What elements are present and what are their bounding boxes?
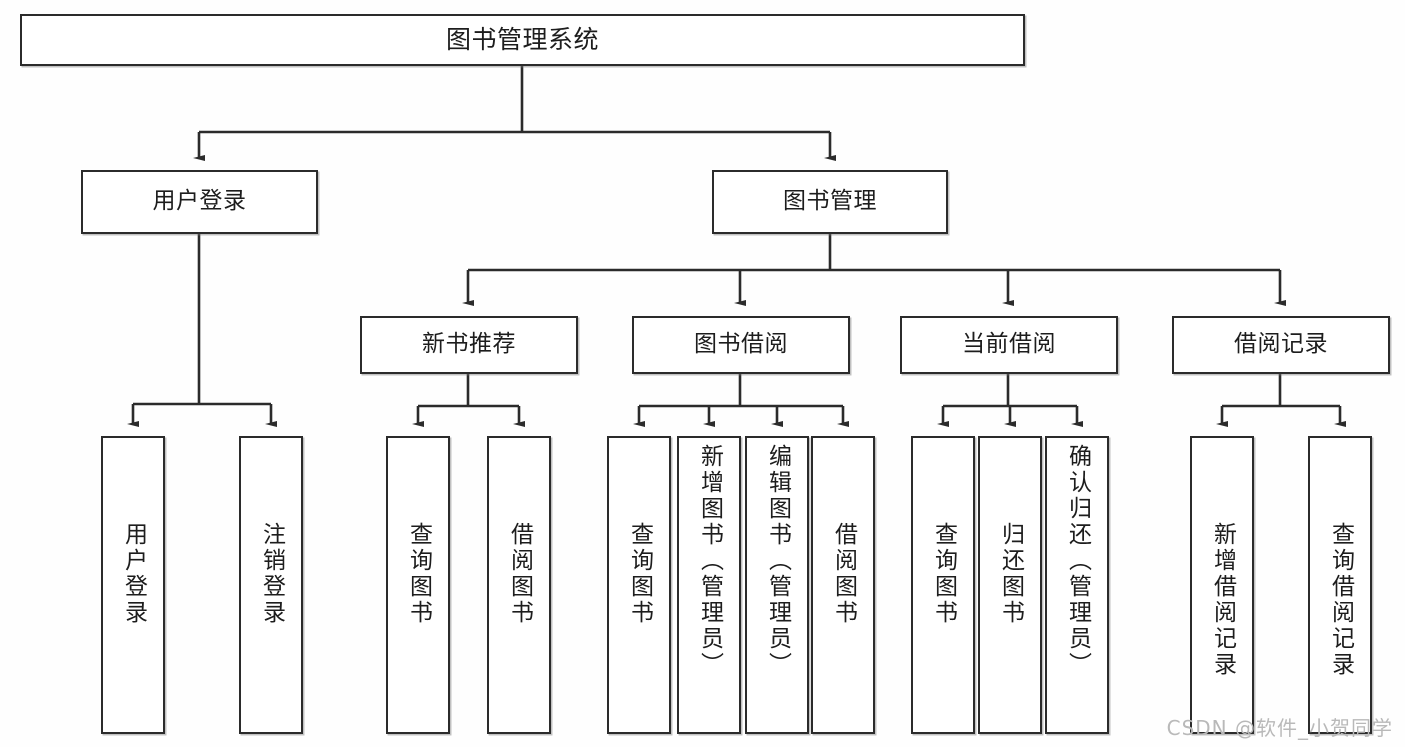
leaf-edit-book-admin[interactable]: 编辑图书（管理员） [745, 436, 809, 734]
leaf-add-book-admin-label: 新增图书（管理员） [696, 444, 723, 678]
node-root[interactable]: 图书管理系统 [20, 14, 1025, 66]
leaf-return-book-label: 归还图书 [997, 522, 1024, 626]
leaf-query-book-recommend-label: 查询图书 [405, 522, 432, 626]
edges-root-to-level2 [193, 66, 836, 161]
node-current-borrow[interactable]: 当前借阅 [900, 316, 1118, 374]
node-root-label: 图书管理系统 [445, 25, 599, 55]
leaf-borrow-book[interactable]: 借阅图书 [811, 436, 875, 734]
node-user-login-label: 用户登录 [152, 188, 247, 215]
leaf-edit-book-admin-label: 编辑图书（管理员） [764, 444, 791, 678]
leaf-logout-label: 注销登录 [258, 522, 285, 626]
leaf-add-borrow-record-label: 新增借阅记录 [1209, 522, 1236, 678]
edges-newbook-to-leaves [412, 374, 525, 427]
node-new-book-recommend[interactable]: 新书推荐 [360, 316, 578, 374]
leaf-confirm-return-admin-label: 确认归还（管理员） [1064, 444, 1091, 678]
leaf-borrow-book-label: 借阅图书 [830, 522, 857, 626]
node-book-management[interactable]: 图书管理 [712, 170, 948, 234]
leaf-query-book-current-label: 查询图书 [930, 522, 957, 626]
node-book-borrow[interactable]: 图书借阅 [632, 316, 850, 374]
leaf-borrow-book-recommend[interactable]: 借阅图书 [487, 436, 551, 734]
node-borrow-records-label: 借阅记录 [1234, 331, 1328, 358]
node-new-book-recommend-label: 新书推荐 [422, 331, 516, 358]
leaf-query-book-borrow[interactable]: 查询图书 [607, 436, 671, 734]
leaf-add-borrow-record[interactable]: 新增借阅记录 [1190, 436, 1254, 734]
leaf-user-login-label: 用户登录 [120, 522, 147, 626]
node-current-borrow-label: 当前借阅 [962, 331, 1056, 358]
node-book-borrow-label: 图书借阅 [694, 331, 788, 358]
edges-userlogin-to-leaves [127, 234, 277, 427]
leaf-query-book-borrow-label: 查询图书 [626, 522, 653, 626]
node-borrow-records[interactable]: 借阅记录 [1172, 316, 1390, 374]
leaf-user-login[interactable]: 用户登录 [101, 436, 165, 734]
edges-current-to-leaves [937, 374, 1083, 427]
leaf-query-book-current[interactable]: 查询图书 [911, 436, 975, 734]
leaf-logout[interactable]: 注销登录 [239, 436, 303, 734]
leaf-return-book[interactable]: 归还图书 [978, 436, 1042, 734]
edges-bookmgmt-to-level3 [462, 234, 1286, 306]
edges-borrow-to-leaves [633, 374, 849, 427]
leaf-query-borrow-record-label: 查询借阅记录 [1327, 522, 1354, 678]
leaf-add-book-admin[interactable]: 新增图书（管理员） [677, 436, 741, 734]
leaf-query-book-recommend[interactable]: 查询图书 [386, 436, 450, 734]
leaf-confirm-return-admin[interactable]: 确认归还（管理员） [1045, 436, 1109, 734]
leaf-borrow-book-recommend-label: 借阅图书 [506, 522, 533, 626]
node-book-management-label: 图书管理 [783, 188, 877, 215]
edges-records-to-leaves [1216, 374, 1346, 427]
leaf-query-borrow-record[interactable]: 查询借阅记录 [1308, 436, 1372, 734]
node-user-login[interactable]: 用户登录 [81, 170, 318, 234]
